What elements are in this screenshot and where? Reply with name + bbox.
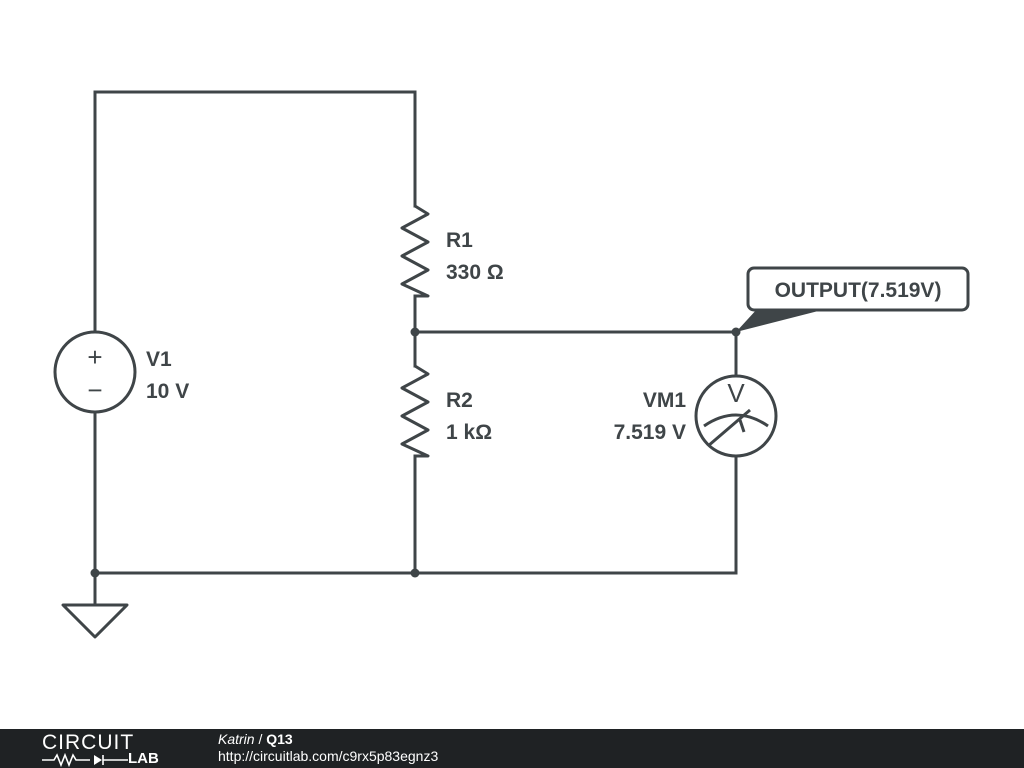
ground-symbol[interactable] [61, 603, 129, 639]
voltmeter-letter: V [727, 378, 745, 408]
probe-label: OUTPUT(7.519V) [775, 279, 942, 302]
junction-dot [90, 568, 100, 578]
author-title-line: Katrin / Q13 [218, 731, 438, 748]
circuit-url-link[interactable]: http://circuitlab.com/c9rx5p83egnz3 [218, 748, 439, 764]
r1-name-label: R1 [446, 229, 473, 252]
wires [93, 90, 738, 607]
vm1-value-label: 7.519 V [614, 421, 686, 444]
resistor-r2[interactable]: R2 1 kΩ [400, 364, 492, 458]
junction-dot [410, 568, 420, 578]
vm1-name-label: VM1 [643, 389, 687, 412]
circuit-title-link[interactable]: Q13 [266, 731, 293, 747]
logo-resistor-diode-icon [42, 753, 128, 767]
v1-value-label: 10 V [146, 380, 189, 403]
voltage-source-v1[interactable]: + − V1 10 V [53, 330, 189, 414]
schematic-canvas: + − V1 10 V R1 330 Ω R2 1 kΩ V VM1 7.519… [53, 90, 970, 639]
meter-scale-arc [703, 413, 769, 428]
resistor-r1[interactable]: R1 330 Ω [400, 204, 504, 298]
meter-needle [707, 408, 751, 448]
wire-top-loop [93, 90, 417, 334]
v1-name-label: V1 [146, 348, 172, 371]
plus-sign: + [87, 342, 102, 372]
junction-dot [410, 327, 420, 337]
meta-separator: / [254, 731, 267, 747]
circuit-meta: Katrin / Q13 http://circuitlab.com/c9rx5… [218, 731, 438, 765]
r1-value-label: 330 Ω [446, 261, 504, 284]
voltmeter-vm1[interactable]: V VM1 7.519 V [614, 374, 778, 458]
voltmeter-symbol [694, 374, 778, 458]
resistor-r1-zigzag [400, 204, 430, 298]
footer-bar: CIRCUIT LAB Katrin / Q13 http://circuitl… [0, 729, 1024, 768]
probe-label-box [746, 266, 970, 312]
output-probe-flag[interactable]: OUTPUT(7.519V) [736, 266, 970, 332]
resistor-r2-zigzag [400, 364, 430, 458]
r2-name-label: R2 [446, 389, 473, 412]
logo-lab-text: LAB [128, 750, 159, 767]
meter-tick [738, 419, 746, 433]
probe-pointer [736, 308, 830, 332]
logo-circuit-text: CIRCUIT [42, 731, 135, 754]
circuitlab-logo[interactable]: CIRCUIT LAB [42, 731, 182, 767]
r2-value-label: 1 kΩ [446, 421, 492, 444]
minus-sign: − [87, 375, 102, 405]
voltage-source-symbol [53, 330, 137, 414]
author-link[interactable]: Katrin [218, 731, 255, 747]
